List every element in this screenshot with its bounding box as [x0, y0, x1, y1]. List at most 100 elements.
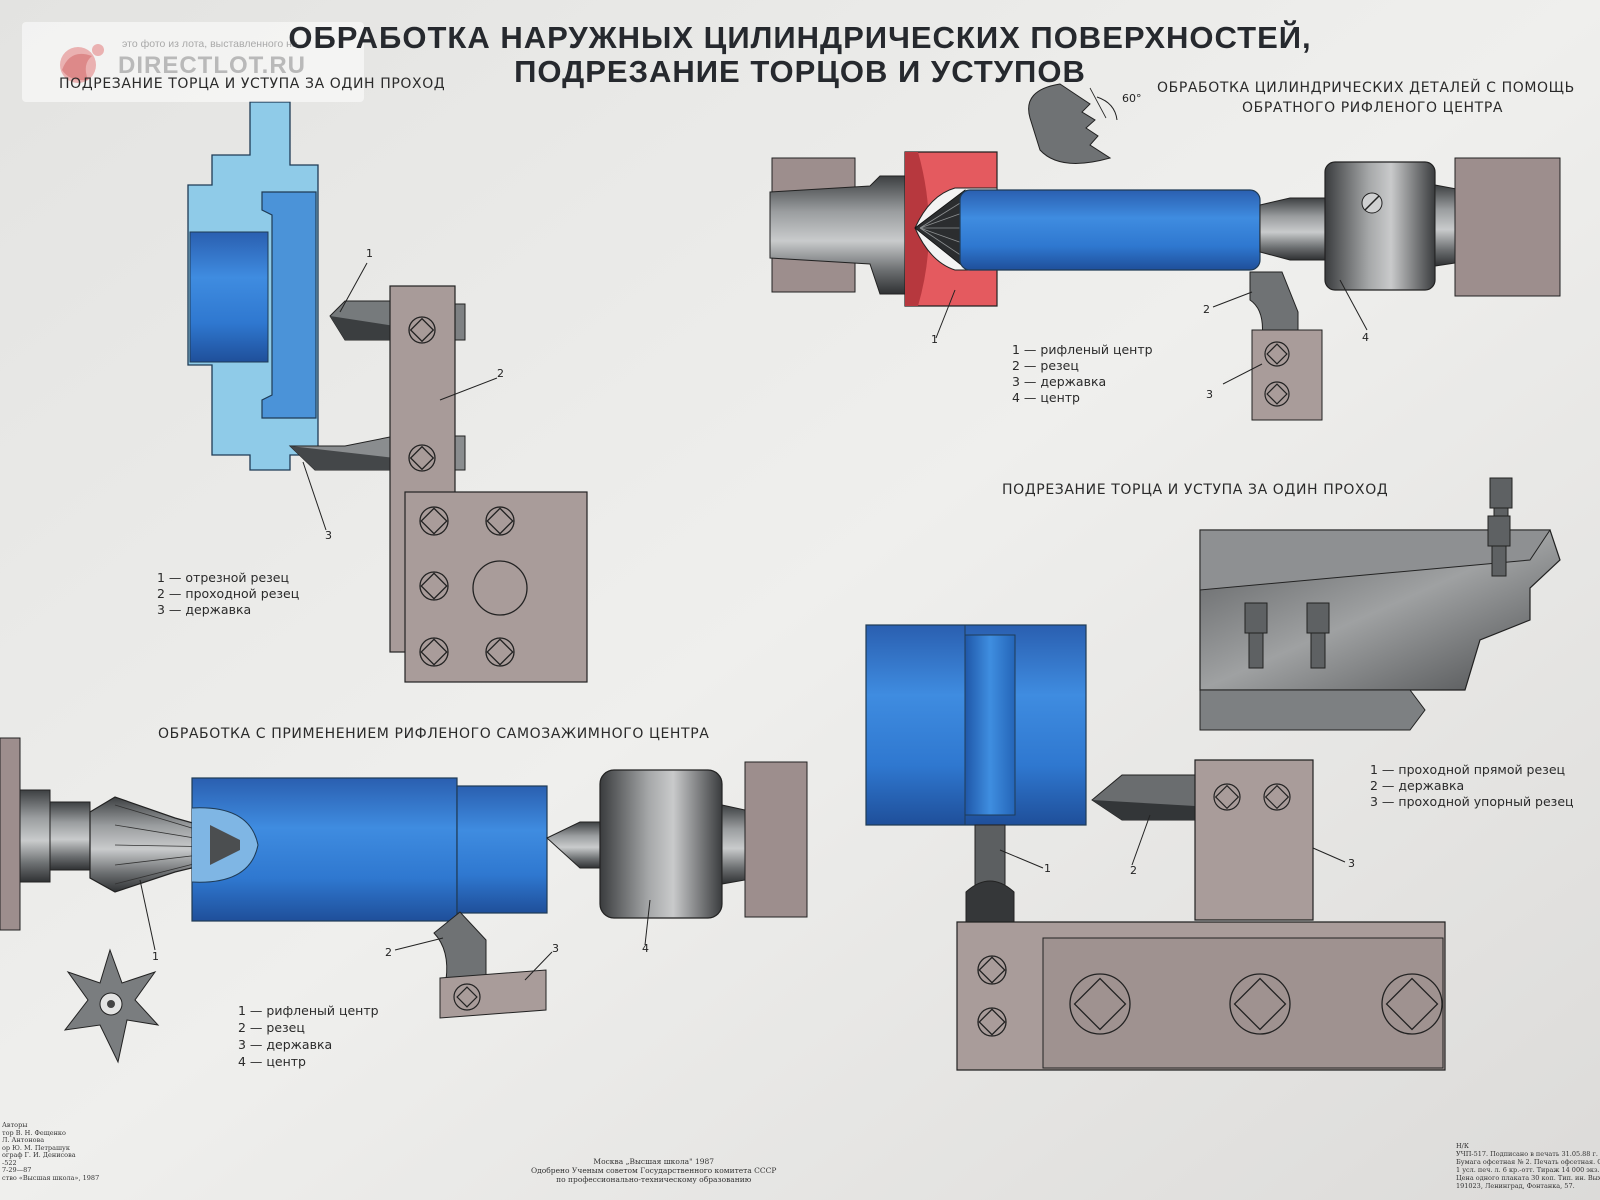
fluted-center-detail [1028, 83, 1112, 164]
legend-item: 3 — державка [238, 1037, 333, 1052]
shoulder-tool-base [965, 880, 1015, 923]
imprint-line: Н/К [1456, 1142, 1469, 1150]
tail-live-center [599, 769, 723, 919]
fluted-teeth-lines [919, 199, 966, 259]
label-top-left-2: 2 [497, 367, 504, 380]
workpiece-shoulder [261, 191, 317, 419]
imprint-line: Бумага офсетная № 2. Печать офсетная. Об… [1456, 1158, 1600, 1166]
holder-upright-bolts [1213, 783, 1291, 811]
imprint-line: ограф Г. И. Денисова [2, 1151, 76, 1159]
imprint-center: Москва „Высшая школа" 1987 Одобрено Учен… [531, 1157, 776, 1184]
imprint-line: ор Ю. М. Петрашук [2, 1143, 70, 1152]
watermark-logo-icon [60, 44, 104, 83]
tool-holder [1251, 329, 1323, 421]
label-top-left-3: 3 [325, 529, 332, 542]
legend-item: 3 — проходной упорный резец [1370, 794, 1574, 809]
tool-post-lower-cutter [1199, 689, 1426, 731]
right-tailstock [1454, 157, 1561, 297]
legend-item: 1 — отрезной резец [157, 570, 289, 585]
diagram-top-left [187, 101, 588, 683]
label-top-right-1: 1 [931, 333, 938, 346]
bottom-right-leader-lines [999, 814, 1346, 869]
workpiece-shaft-blue [959, 189, 1261, 271]
straight-turning-tool-shadow [1092, 800, 1195, 820]
tool-post-top [1199, 529, 1551, 591]
label-top-left-1: 1 [366, 247, 373, 260]
legend-bottom-right: 1 — проходной прямой резец 2 — державка … [1370, 762, 1574, 810]
imprint-line: Цена одного плаката 30 коп. Тип. ин. Вых… [1456, 1174, 1600, 1182]
bottom-holder-bolt [456, 986, 478, 1008]
holder-base-bolts [977, 955, 1443, 1037]
label-bottom-left-3: 3 [552, 942, 559, 955]
page-title-line1: ОБРАБОТКА НАРУЖНЫХ ЦИЛИНДРИЧЕСКИХ ПОВЕРХ… [288, 20, 1312, 55]
imprint-line: 191023, Ленинград, Фонтанка, 57. [1456, 1182, 1575, 1190]
watermark-note: это фото из лота, выставленного на [122, 38, 298, 50]
parting-tool-shadow [330, 316, 395, 340]
center-tip [210, 825, 240, 865]
watermark-text: DIRECTLOT.RU [118, 52, 306, 79]
imprint-line: Авторы [2, 1121, 28, 1129]
top-right-leader-lines [935, 279, 1368, 385]
imprint-line: по профессионально-техническому образова… [556, 1175, 752, 1184]
heading-top-right-line1: ОБРАБОТКА ЦИЛИНДРИЧЕСКИХ ДЕТАЛЕЙ С ПОМОЩ… [1157, 80, 1575, 96]
left-stock-lower [771, 257, 856, 293]
bottom-holder-bolt-ring [453, 983, 481, 1011]
heading-top-left: ПОДРЕЗАНИЕ ТОРЦА И УСТУПА ЗА ОДИН ПРОХОД [59, 76, 446, 92]
workpiece-groove [964, 634, 1016, 816]
tool-holder-block [404, 491, 588, 683]
page-title-line2: ПОДРЕЗАНИЕ ТОРЦОВ И УСТУПОВ [514, 54, 1086, 89]
legend-item: 1 — рифленый центр [238, 1003, 379, 1018]
live-center-screw-slot [1364, 195, 1380, 211]
bottom-tool-holder [439, 969, 547, 1019]
label-bottom-left-1: 1 [152, 950, 159, 963]
label-bottom-right-1: 1 [1044, 862, 1051, 875]
legend-top-left: 1 — отрезной резец 2 — проходной резец 3… [157, 570, 299, 618]
heading-top-right-line2: ОБРАТНОГО РИФЛЕНОГО ЦЕНТРА [1242, 100, 1504, 116]
legend-item: 1 — проходной прямой резец [1370, 762, 1566, 777]
tailstock-quill [744, 761, 808, 918]
imprint-right: Н/К УЧП-517. Подписано в печать 31.05.88… [1456, 1142, 1600, 1190]
legend-bottom-left: 1 — рифленый центр 2 — резец 3 — державк… [238, 1002, 379, 1070]
top-left-leader-lines [302, 262, 498, 531]
label-top-right-4: 4 [1362, 331, 1369, 344]
spindle-nose [19, 789, 51, 883]
diagram-bottom-left [0, 737, 808, 1064]
spindle-collar [49, 801, 91, 871]
watermark-panel [22, 22, 364, 102]
imprint-line: Одобрено Ученым советом Государственного… [531, 1166, 777, 1175]
heading-bottom-right: ПОДРЕЗАНИЕ ТОРЦА И УСТУПА ЗА ОДИН ПРОХОД [1002, 482, 1389, 498]
holder-upright [1194, 759, 1314, 921]
label-bottom-left-2: 2 [385, 946, 392, 959]
turning-tool-shadow [290, 446, 395, 470]
imprint-line: 7-29—87 [2, 1166, 32, 1174]
live-center-body [1324, 161, 1436, 291]
diagram-bottom-right [865, 477, 1561, 1071]
tool-post-screws [1244, 477, 1513, 669]
angle-line [1089, 87, 1107, 119]
legend-item: 2 — резец [238, 1020, 305, 1035]
legend-item: 4 — центр [238, 1054, 306, 1069]
label-top-right-3: 3 [1206, 388, 1213, 401]
legend-item: 2 — державка [1370, 778, 1465, 793]
heading-bottom-left: ОБРАБОТКА С ПРИМЕНЕНИЕМ РИФЛЕНОГО САМОЗА… [158, 726, 710, 742]
label-bottom-right-3: 3 [1348, 857, 1355, 870]
legend-item: 2 — проходной резец [157, 586, 300, 601]
imprint-line: Москва „Высшая школа" 1987 [593, 1157, 715, 1166]
imprint-line: -522 [2, 1158, 17, 1167]
legend-item: 3 — державка [1012, 374, 1107, 389]
legend-top-right: 1 — рифленый центр 2 — резец 3 — державк… [1012, 342, 1153, 406]
shoulder-tool [974, 824, 1006, 891]
label-bottom-left-4: 4 [642, 942, 649, 955]
imprint-line: 1 усл. печ. л. 6 кр.-отт. Тираж 14 000 э… [1456, 1166, 1600, 1174]
headstock-face [0, 737, 21, 931]
cutting-tool [1249, 271, 1299, 339]
imprint-line: Л. Антонова [2, 1136, 45, 1144]
label-top-right-2: 2 [1203, 303, 1210, 316]
angle-label: 60° [1122, 92, 1142, 105]
imprint-line: УЧП-517. Подписано в печать 31.05.88 г. … [1456, 1150, 1600, 1158]
holder-base-plate [1042, 937, 1444, 1069]
legend-item: 2 — резец [1012, 358, 1079, 373]
tailstock-center-point [1259, 197, 1326, 261]
legend-item: 3 — державка [157, 602, 252, 617]
